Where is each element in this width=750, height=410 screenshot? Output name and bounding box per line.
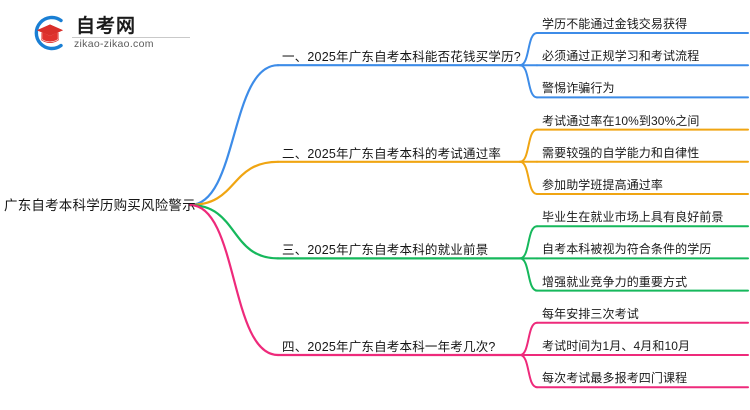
- branch-node-3[interactable]: 三、2025年广东自考本科的就业前景: [282, 243, 489, 258]
- leaf-node-2-1[interactable]: 考试通过率在10%到30%之间: [542, 113, 700, 128]
- leaf-node-1-1[interactable]: 学历不能通过金钱交易获得: [542, 17, 688, 31]
- branch-node-4[interactable]: 四、2025年广东自考本科一年考几次?: [282, 340, 496, 354]
- branch-node-2[interactable]: 二、2025年广东自考本科的考试通过率: [282, 146, 502, 161]
- leaf-node-1-2[interactable]: 必须通过正规学习和考试流程: [542, 49, 700, 64]
- logo-wordmark: 自考网: [76, 16, 137, 37]
- leaf-node-4-3[interactable]: 每次考试最多报考四门课程: [542, 371, 688, 386]
- leaf-node-2-2[interactable]: 需要较强的自学能力和自律性: [542, 145, 700, 160]
- leaf-node-3-2[interactable]: 自考本科被视为符合条件的学历: [542, 242, 712, 257]
- leaf-node-2-3[interactable]: 参加助学班提高通过率: [542, 178, 664, 192]
- leaf-node-4-1[interactable]: 每年安排三次考试: [542, 306, 639, 321]
- graduation-cap-icon: [34, 15, 63, 51]
- leaf-node-3-1[interactable]: 毕业生在就业市场上具有良好前景: [542, 210, 724, 225]
- leaf-node-3-3[interactable]: 增强就业竞争力的重要方式: [542, 274, 688, 289]
- logo-divider: [72, 37, 190, 38]
- branch-node-1[interactable]: 一、2025年广东自考本科能否花钱买学历?: [282, 50, 521, 65]
- site-logo: 自考网 zikao-zikao.com: [30, 12, 190, 54]
- leaf-node-4-2[interactable]: 考试时间为1月、4月和10月: [542, 339, 691, 353]
- root-node-label: 广东自考本科学历购买风险警示: [4, 198, 196, 213]
- logo-domain: zikao-zikao.com: [74, 38, 154, 50]
- leaf-node-1-3[interactable]: 警惕诈骗行为: [542, 81, 615, 96]
